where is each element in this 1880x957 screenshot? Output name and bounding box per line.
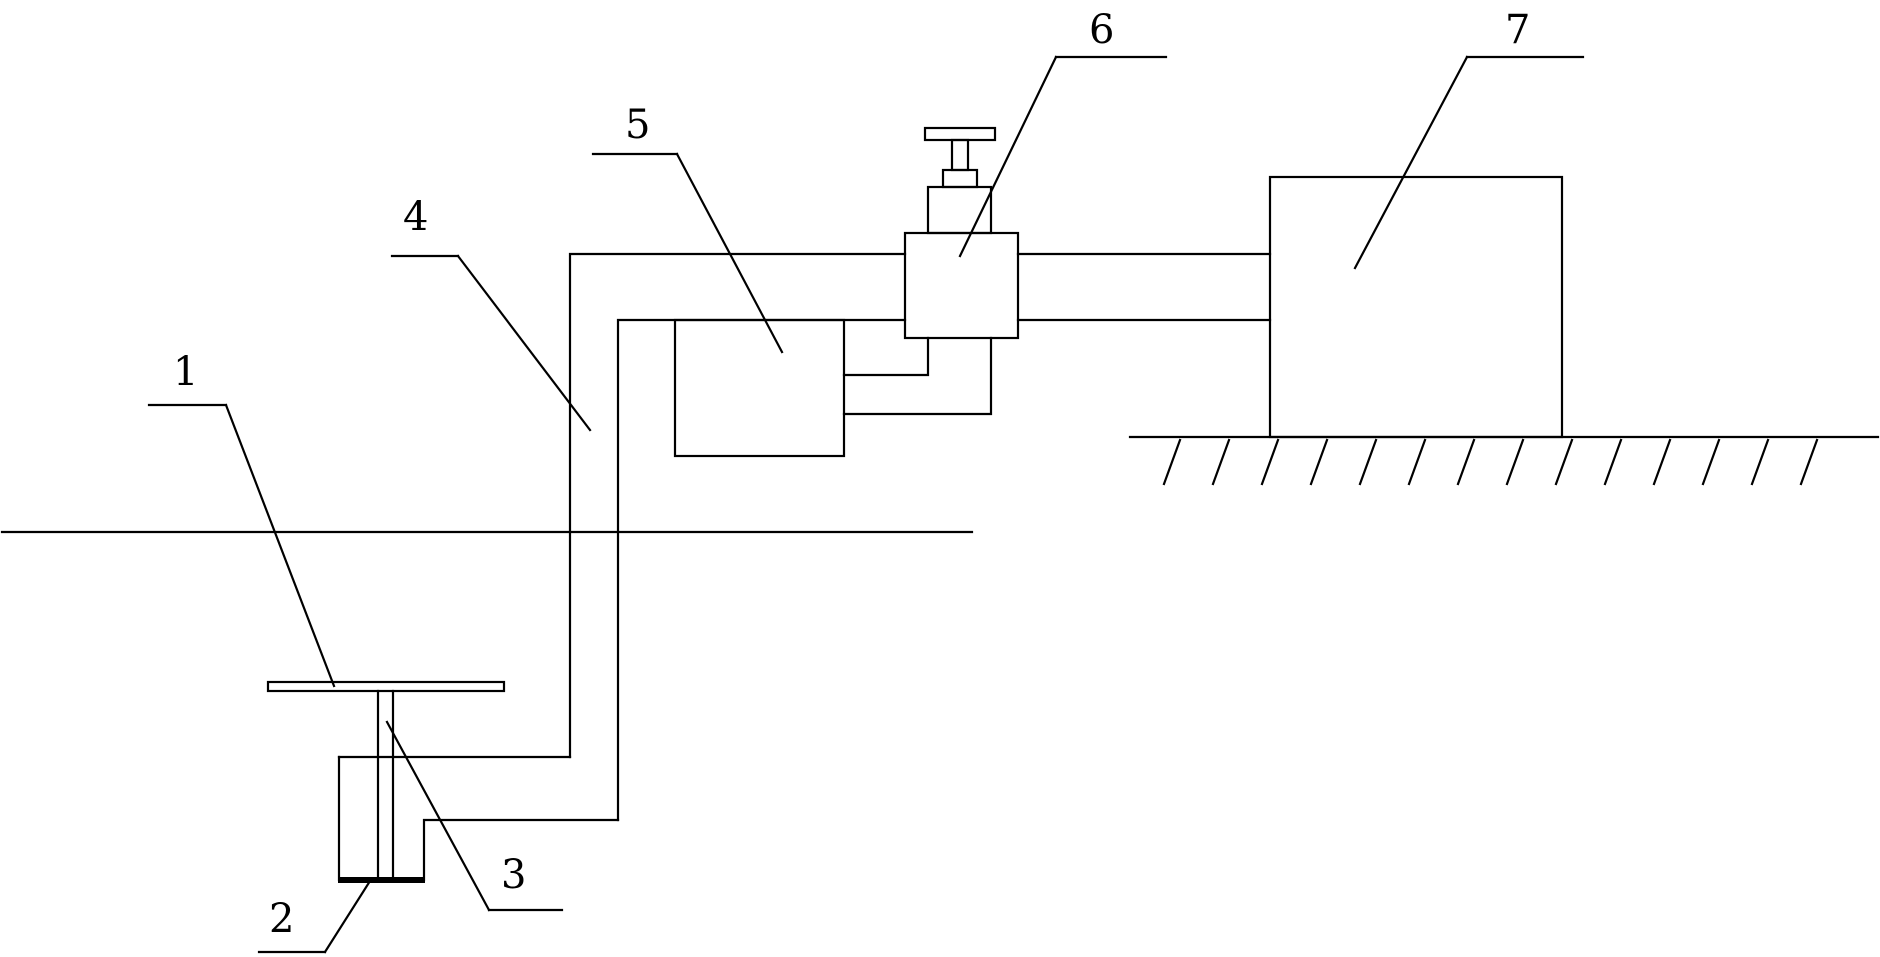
pipe-4	[568, 252, 907, 822]
label-7-group: 7	[1353, 7, 1585, 270]
ground	[1128, 435, 1880, 486]
valve-stem	[950, 138, 970, 172]
hatch-mark	[1162, 438, 1182, 486]
hatch-mark	[1652, 438, 1672, 486]
hatch-mark	[1211, 438, 1231, 486]
tank-7	[1268, 175, 1564, 439]
tank-5	[673, 318, 846, 458]
hatch-mark	[1554, 438, 1574, 486]
label-1-group: 1	[147, 349, 336, 688]
label-5: 5	[625, 102, 650, 148]
outlet-pipe	[1016, 252, 1272, 322]
label-2: 2	[269, 896, 294, 942]
label-1: 1	[173, 349, 198, 395]
valve-stem-collar	[941, 168, 979, 189]
label-2-group: 2	[257, 879, 372, 954]
hatch-mark	[1309, 438, 1329, 486]
ground-hatching	[1162, 438, 1819, 486]
label-4: 4	[403, 194, 428, 240]
hatch-mark	[1505, 438, 1525, 486]
hatch-mark	[1407, 438, 1427, 486]
label-3: 3	[501, 852, 526, 898]
label-6-group: 6	[958, 7, 1168, 258]
label-4-group: 4	[390, 194, 592, 432]
hatch-mark	[1701, 438, 1721, 486]
hatch-mark	[1603, 438, 1623, 486]
tank-valve-connection	[842, 336, 993, 416]
submersible-pump-body	[337, 755, 620, 883]
hatch-mark	[1799, 438, 1819, 486]
valve-handwheel	[923, 126, 997, 142]
valve-body	[903, 231, 1020, 340]
label-7: 7	[1505, 7, 1530, 53]
hatch-mark	[1750, 438, 1770, 486]
float-plate	[266, 680, 506, 693]
label-6: 6	[1089, 7, 1114, 53]
label-3-group: 3	[385, 720, 564, 912]
label-5-group: 5	[591, 102, 784, 354]
hatch-mark	[1358, 438, 1378, 486]
valve-6	[903, 126, 1020, 340]
hatch-mark	[1260, 438, 1280, 486]
float-rod	[376, 689, 395, 882]
hatch-mark	[1456, 438, 1476, 486]
